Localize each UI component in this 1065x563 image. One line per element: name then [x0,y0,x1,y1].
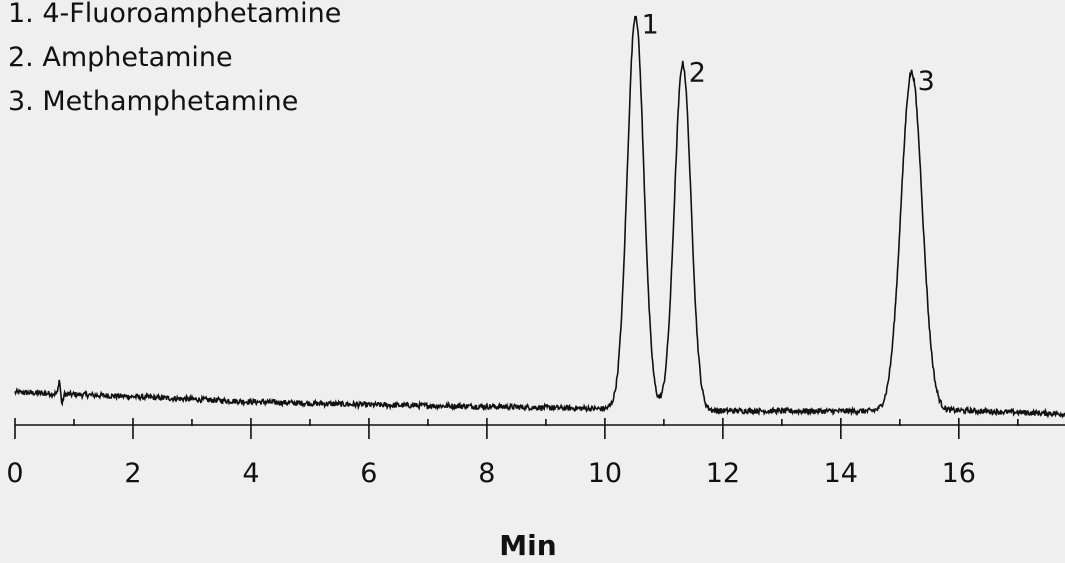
peak-label-2: 2 [689,57,706,88]
x-tick-label: 16 [942,458,976,489]
x-axis: 0 2 4 6 8 10 12 14 16 [6,418,1065,489]
x-tick-label: 10 [588,458,622,489]
peak-labels: 12 3 [642,9,935,97]
chromatogram-trace-layer [14,15,1065,419]
peak-label-1: 1 [642,9,659,40]
chromatogram-trace [14,15,1065,419]
x-tick-label: 4 [242,458,259,489]
x-tick-label: 12 [706,458,740,489]
legend-entry-1: 1. 4-Fluoroamphetamine [8,0,342,29]
x-tick-label: 8 [478,458,495,489]
x-tick-label: 2 [124,458,141,489]
x-axis-title: Min [499,529,556,562]
x-tick-label: 6 [360,458,377,489]
x-tick-label: 0 [6,458,23,489]
legend: 1. 4-Fluoroamphetamine 2. Amphetamine 3.… [8,0,341,124]
legend-entry-2: 2. Amphetamine [8,42,233,73]
x-tick-label: 14 [824,458,858,489]
legend-entry-3: 3. Methamphetamine [8,86,299,117]
peak-label-3: 3 [918,66,935,97]
